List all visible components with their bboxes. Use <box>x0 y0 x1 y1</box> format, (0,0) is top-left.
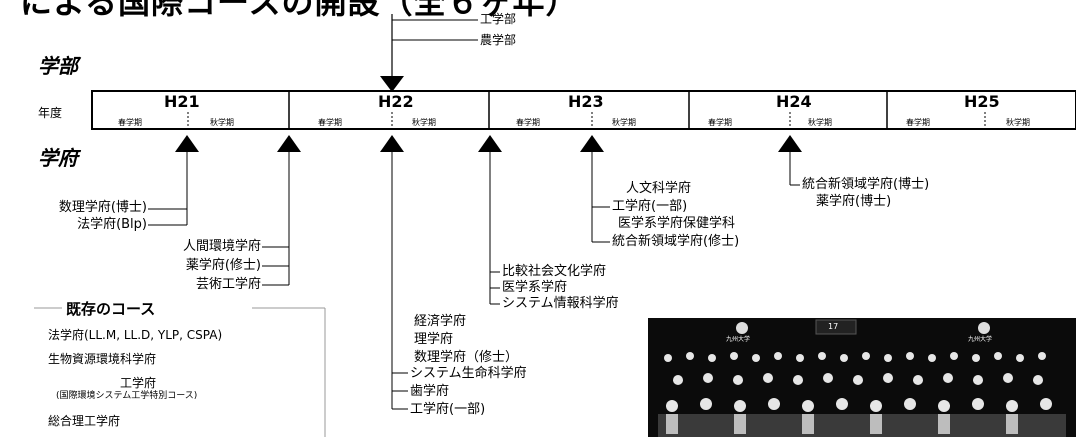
photo-banner-text: 九州大学 <box>726 336 751 343</box>
grad-item: 人間環境学府 <box>182 239 261 254</box>
grad-item: 工学府(一部) <box>612 199 688 214</box>
photo-banner-text: 九州大学 <box>968 336 993 343</box>
grad-item: 医学系学府 <box>502 280 568 295</box>
semester-label: 春学期 <box>318 118 342 127</box>
grad-item: 統合新領域学府(修士) <box>612 234 740 249</box>
grad-item: 芸術工学府 <box>195 277 261 292</box>
semester-label: 春学期 <box>708 118 732 127</box>
grad-item: 統合新領域学府(博士) <box>802 177 930 192</box>
semester-label: 秋学期 <box>808 118 832 127</box>
grad-item: 医学系学府保健学科 <box>618 216 736 231</box>
existing-courses-heading: 既存のコース <box>66 300 156 318</box>
existing-course-item: (国際環境システム工学特別コース) <box>56 391 198 401</box>
semester-label: 春学期 <box>118 118 142 127</box>
fiscal-year-label: 年度 <box>38 106 63 120</box>
year-label: H23 <box>568 92 604 111</box>
grad-item: 数理学府（修士） <box>414 350 519 365</box>
up-arrow-head <box>580 135 604 152</box>
grad-item: 人文科学府 <box>626 181 692 196</box>
grad-item: 法学府(Blp) <box>77 217 147 232</box>
up-arrow-head <box>380 135 404 152</box>
semester-label: 秋学期 <box>1006 118 1030 127</box>
grad-item: 数理学府(博士) <box>58 200 147 215</box>
grad-item: 薬学府(修士) <box>185 258 261 273</box>
grad-item: 比較社会文化学府 <box>502 264 607 279</box>
down-arrow-head <box>380 76 404 92</box>
group-photo-figures <box>648 318 1076 437</box>
page-title: による国際コースの開設（全６ヶ年） <box>20 0 579 21</box>
existing-course-item: 法学府(LL.M, LL.D, YLP, CSPA) <box>48 328 223 342</box>
year-label: H24 <box>776 92 812 111</box>
year-label: H21 <box>164 92 200 111</box>
up-arrow-head <box>478 135 502 152</box>
semester-label: 春学期 <box>906 118 930 127</box>
grad-item: 歯学府 <box>410 384 450 399</box>
grad-item: 工学府(一部) <box>410 402 486 417</box>
existing-course-item: 工学府 <box>120 376 157 390</box>
existing-course-item: 総合理工学府 <box>48 414 121 428</box>
group-photo: 九州大学 九州大学 17 <box>648 318 1076 437</box>
undergrad-item: 農学部 <box>480 33 517 47</box>
up-arrow-head <box>175 135 199 152</box>
grad-item: 理学府 <box>414 332 454 347</box>
section-label-gakubu: 学部 <box>38 54 78 78</box>
semester-label: 秋学期 <box>412 118 436 127</box>
timeline-bar <box>91 90 1076 130</box>
up-arrow-head <box>778 135 802 152</box>
existing-course-item: 生物資源環境科学府 <box>48 352 157 366</box>
year-label: H22 <box>378 92 414 111</box>
grad-item: 経済学府 <box>414 314 467 329</box>
up-arrow-head <box>277 135 301 152</box>
photo-sign-text: 17 <box>828 322 839 331</box>
semester-label: 秋学期 <box>210 118 234 127</box>
grad-item: 薬学府(博士) <box>816 194 892 209</box>
semester-label: 春学期 <box>516 118 540 127</box>
undergrad-item: 工学部 <box>480 12 517 26</box>
semester-label: 秋学期 <box>612 118 636 127</box>
grad-item: システム情報科学府 <box>502 296 619 311</box>
year-label: H25 <box>964 92 1000 111</box>
section-label-gakufu: 学府 <box>38 146 78 170</box>
grad-item: システム生命科学府 <box>410 366 527 381</box>
